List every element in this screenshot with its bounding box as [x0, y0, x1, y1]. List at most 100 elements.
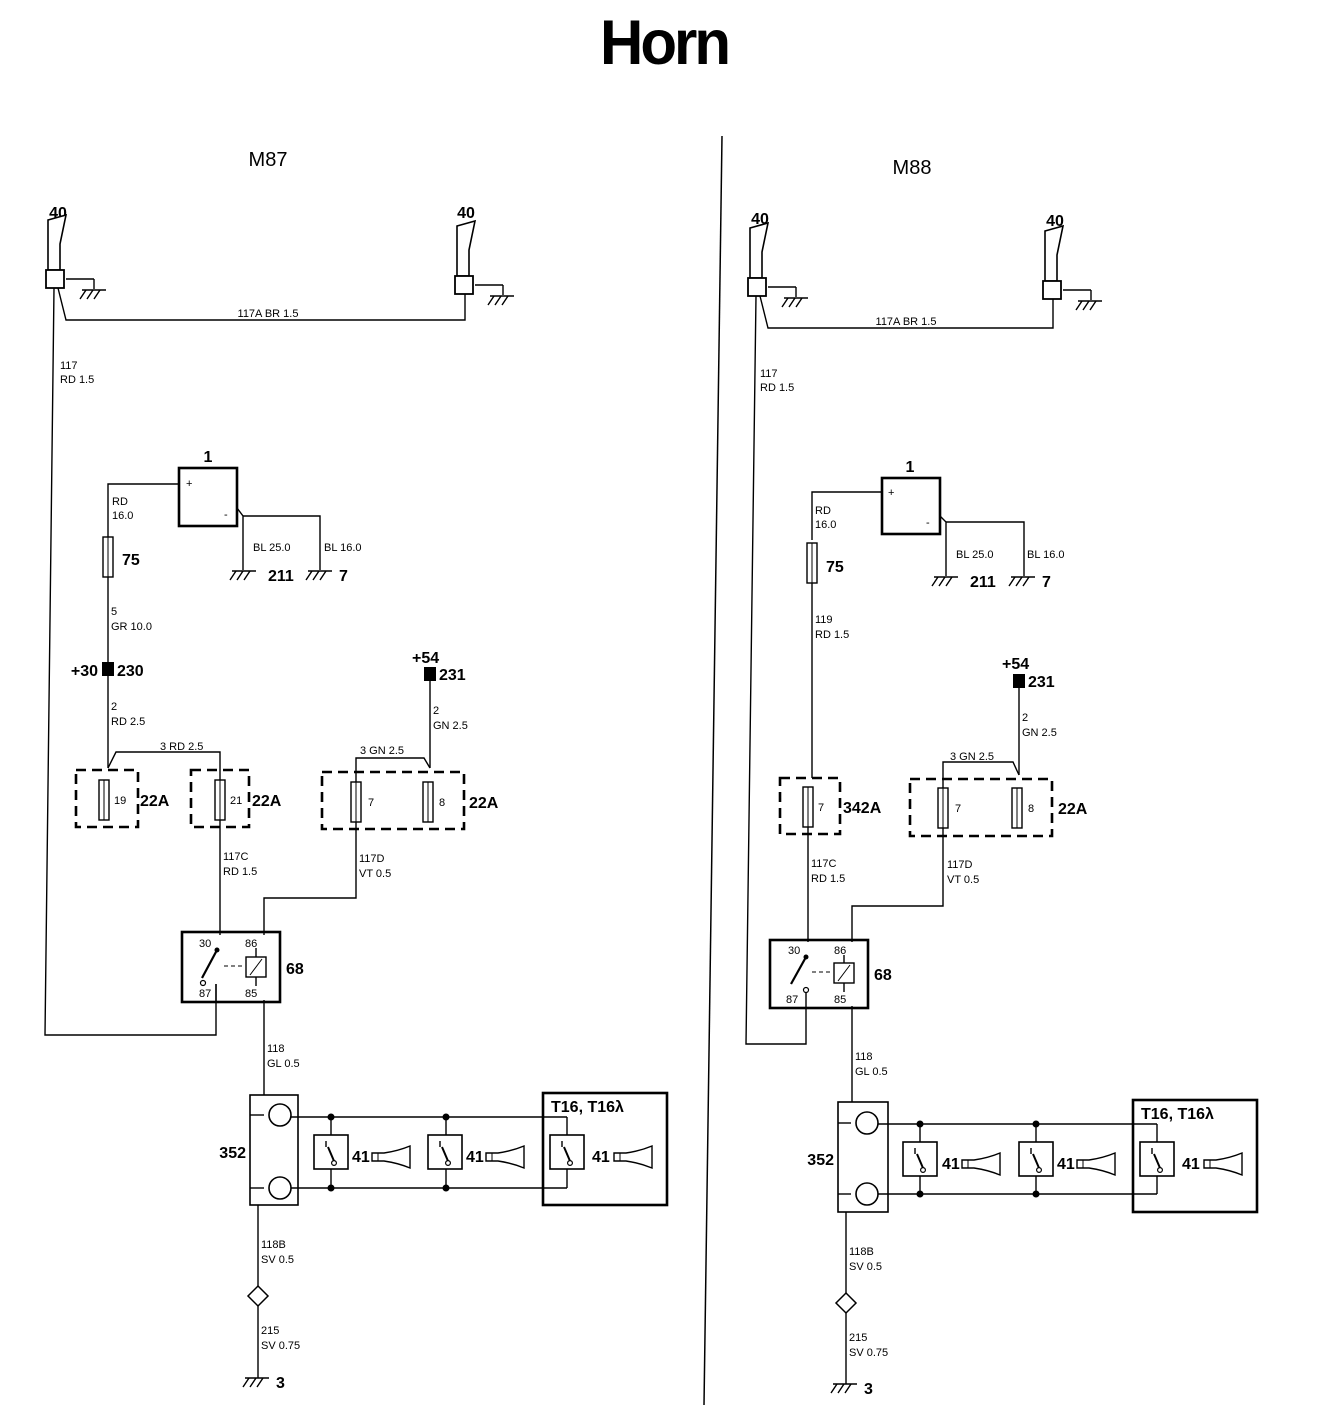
fuse-icon: [802, 786, 814, 828]
fusebox: [74, 768, 140, 829]
fuse-icon: [422, 781, 434, 823]
wire-label: GN 2.5: [433, 720, 468, 732]
battery-label: 1: [204, 449, 213, 466]
fuse-number: 19: [114, 795, 126, 807]
terminal-label: 231: [1028, 674, 1055, 691]
variant-label: T16, T16λ: [1141, 1106, 1214, 1123]
horn-label: 40: [457, 205, 475, 222]
battery-box: [880, 476, 942, 536]
wire-label: 5: [111, 606, 117, 618]
relay-pin: 85: [245, 988, 257, 1000]
ground-label: 211: [970, 574, 996, 591]
battery-label: 1: [906, 459, 915, 476]
terminal-label: +54: [1002, 656, 1029, 673]
terminal-label: 231: [439, 667, 466, 684]
relay-label: 68: [286, 961, 304, 978]
fusebox-label: 22A: [252, 793, 282, 810]
wire-label: 3 RD 2.5: [160, 741, 203, 753]
terminal-icon: [102, 662, 114, 676]
horn-switch-icon: [1139, 1141, 1175, 1177]
splice-icon: [246, 1284, 270, 1308]
fuse-icon: [102, 536, 114, 578]
terminal-label: 230: [117, 663, 144, 680]
ground-label: 3: [276, 1375, 285, 1392]
horn-icon: [961, 1152, 1001, 1176]
horn-switch-icon: [427, 1134, 463, 1170]
horn-icon: [1076, 1152, 1116, 1176]
fuse-number: 7: [955, 803, 961, 815]
divider-line: [703, 135, 723, 1406]
wire-label: 117C: [811, 858, 837, 870]
wire-label: RD 1.5: [760, 382, 794, 394]
wire-label: 2: [433, 705, 439, 717]
battery-minus: -: [224, 509, 228, 521]
wire-label: 117A BR 1.5: [876, 316, 937, 328]
wire-label: GL 0.5: [267, 1058, 300, 1070]
battery-plus: +: [888, 487, 894, 499]
relay-pin: 85: [834, 994, 846, 1006]
wire-label: 117D: [359, 853, 385, 865]
horn-switch-icon: [549, 1134, 585, 1170]
relay-label: 68: [874, 967, 892, 984]
fuse-number: 7: [818, 802, 824, 814]
ground-icon: [781, 297, 809, 308]
ground-icon: [1008, 576, 1036, 587]
fusebox-label: 342A: [843, 800, 882, 817]
relay-pin: 30: [199, 938, 211, 950]
wire-label: RD: [815, 505, 831, 517]
fuse-icon: [1011, 787, 1023, 829]
ground-icon: [830, 1383, 858, 1394]
wire-label: 3 GN 2.5: [360, 745, 404, 757]
horn-icon: [613, 1145, 653, 1169]
wire-label: RD: [112, 496, 128, 508]
switch-label: 41: [1182, 1156, 1200, 1173]
connector-label: 352: [219, 1145, 246, 1162]
fuse-number: 8: [439, 797, 445, 809]
wire-label: RD 1.5: [811, 873, 845, 885]
splice-icon: [834, 1291, 858, 1315]
relay-pin: 87: [786, 994, 798, 1006]
wire-label: 2: [111, 701, 117, 713]
horn-icon: [485, 1145, 525, 1169]
wire-label: 117A BR 1.5: [238, 308, 299, 320]
model-label: M87: [249, 149, 288, 171]
wire-label: SV 0.75: [261, 1340, 300, 1352]
wire-label: BL 25.0: [956, 549, 994, 561]
fuse-icon: [806, 542, 818, 584]
horn-icon: [371, 1145, 411, 1169]
ground-label: 211: [268, 568, 294, 585]
wire-label: 119: [815, 614, 833, 626]
wire-label: 16.0: [815, 519, 836, 531]
wire-label: BL 16.0: [324, 542, 362, 554]
ground-icon: [229, 570, 257, 581]
wire-label: RD 1.5: [815, 629, 849, 641]
wire-label: SV 0.75: [849, 1347, 888, 1359]
horn-icon: [1203, 1152, 1243, 1176]
battery-box: [177, 466, 239, 528]
relay-box: [768, 938, 870, 1010]
wire-label: SV 0.5: [261, 1254, 294, 1266]
switch-label: 41: [942, 1156, 960, 1173]
fusebox-label: 22A: [469, 795, 499, 812]
model-label: M88: [893, 157, 932, 179]
relay-pin: 86: [245, 938, 257, 950]
fusebox-label: 22A: [1058, 801, 1088, 818]
ground-label: 3: [864, 1381, 873, 1398]
wire-label: GL 0.5: [855, 1066, 888, 1078]
wire-label: VT 0.5: [359, 868, 391, 880]
horn-left-icon: [747, 222, 769, 297]
battery-minus: -: [926, 517, 930, 529]
switch-label: 41: [466, 1149, 484, 1166]
diagram-m87: M87 40 40 117A BR 1.5 117 RD 1.5 1 + - R…: [44, 149, 669, 1392]
fuse-icon: [937, 787, 949, 829]
ground-icon: [1075, 300, 1103, 311]
ground-label: 7: [339, 568, 348, 585]
fuse-icon: [98, 779, 110, 821]
variant-label: T16, T16λ: [551, 1099, 624, 1116]
terminal-label: +54: [412, 650, 439, 667]
connector-label: 352: [807, 1152, 834, 1169]
wire-label: 117: [60, 360, 78, 372]
wire-label: 16.0: [112, 510, 133, 522]
relay-pin: 87: [199, 988, 211, 1000]
switch-label: 41: [352, 1149, 370, 1166]
